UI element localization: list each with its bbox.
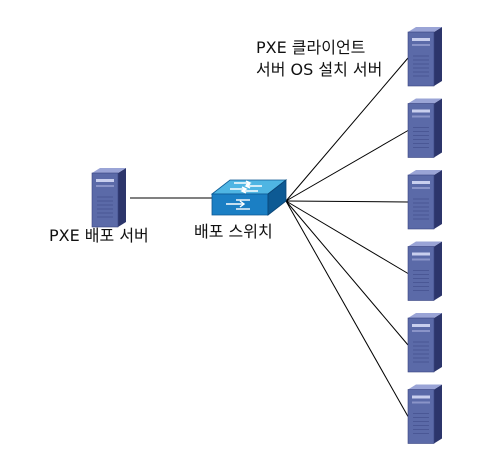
pxe-server-label: PXE 배포 서버 [49,226,149,245]
server-top-face [408,313,442,318]
link-switch-client-3 [285,200,409,203]
link-switch-client-5 [285,200,409,346]
server-drive-bay [412,115,430,118]
clients-label-line1: PXE 클라이언트 [256,38,366,57]
server-drive-bay [412,330,430,332]
client-server-6-icon [407,384,442,444]
server-top-face [92,168,126,173]
client-server-3-icon [407,170,442,230]
server-top-face [408,98,442,104]
switch-front-arrows-icon [226,199,250,210]
clients-label-line2: 서버 OS 설치 서버 [256,60,383,79]
server-drive-bay [96,179,114,182]
link-switch-client-6 [285,200,409,417]
server-drive-bay [412,401,430,404]
switch-side-face [267,179,287,216]
switch-label: 배포 스위치 [194,222,273,241]
server-top-face [408,27,442,32]
server-drive-bay [412,181,430,184]
server-side-face [434,313,442,372]
server-top-face [408,241,442,247]
servers [91,27,442,444]
server-drive-bay [412,187,430,189]
server-drive-bay [412,395,430,399]
server-side-face [434,170,442,229]
client-server-5-icon [407,313,442,373]
client-server-4-icon [407,241,442,301]
server-drive-bay [412,324,430,327]
client-server-2-icon [407,98,442,158]
server-drive-bay [412,44,430,46]
server-side-face [434,27,442,86]
server-top-face [408,384,442,390]
link-switch-client-1 [285,57,409,202]
server-side-face [118,168,126,227]
link-switch-client-2 [285,130,409,202]
server-drive-bay [412,38,430,41]
pxe-server-icon [91,168,126,228]
switch-arrows-icon [230,180,262,194]
server-drive-bay [412,258,430,261]
server-side-face [434,241,442,301]
server-drive-bay [412,252,430,256]
links [130,57,409,417]
network-switch-icon [210,179,288,216]
link-switch-client-4 [285,200,409,274]
client-server-1-icon [407,27,442,87]
server-top-face [408,170,442,175]
clients-label: PXE 클라이언트 서버 OS 설치 서버 [256,38,382,82]
server-side-face [434,98,442,158]
server-drive-bay [96,185,114,187]
server-side-face [434,384,442,444]
server-drive-bay [412,109,430,113]
